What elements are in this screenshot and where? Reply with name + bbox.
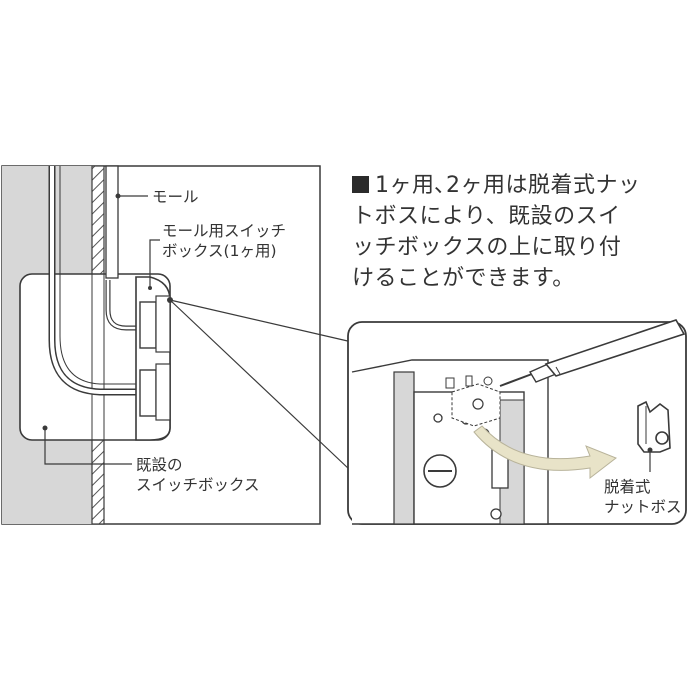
detachable-nut-boss [637,400,671,472]
mall-channel [105,165,119,279]
screwdriver-tip [499,373,533,387]
detail-panel: 脱着式 ナットボス [347,319,687,525]
label-mall: モール [152,188,199,206]
nut-boss-hole [472,398,484,410]
leader-existing-dot [42,425,48,431]
description-line-2: トボスにより、既設のスイ [352,204,621,229]
screwdriver-icon [499,319,686,387]
label-mall-box-1: モール用スイッチ [162,222,286,240]
switch-lower [139,369,157,417]
description-text-1: 1ヶ用､2ヶ用は脱着式ナッ [375,173,641,198]
cable-inner [50,166,136,394]
description: 1ヶ用､2ヶ用は脱着式ナッ トボスにより、既設のスイ ッチボックスの上に取り付 … [352,170,672,294]
box-side-face [393,371,415,525]
leader-mall-box [149,239,160,288]
plate-lower [155,363,171,421]
nut-boss-body [637,400,671,453]
description-line-1: 1ヶ用､2ヶ用は脱着式ナッ [352,170,672,201]
leader-existing-box [44,428,132,465]
zoom-line-bottom [169,299,351,471]
nut-boss-screw-hole [655,431,669,445]
tab-2 [465,375,473,387]
screw-hole-3 [433,413,443,423]
screwdriver-handle [544,319,686,377]
curved-arrow [473,425,618,480]
zoom-callout [167,297,353,471]
screw-hole-2 [490,508,502,520]
zoom-line-top [169,299,353,343]
label-mall-box-2: ボックス(1ヶ用) [162,242,277,260]
wall-illustration: モール モール用スイッチ ボックス(1ヶ用) 既設の スイッチボックス [1,165,321,525]
label-nut-2: ナットボス [604,498,682,516]
switch-upper [139,301,157,349]
screwdriver-ring [555,366,561,375]
label-existing-1: 既設の [136,456,183,474]
leader-mall-dot [115,193,121,199]
tab-3 [483,376,493,386]
cable-line [59,166,136,385]
description-line-4: けることができます。 [352,266,575,291]
description-line-3: ッチボックスの上に取り付 [352,235,622,260]
tab-1 [445,377,455,389]
label-nut-1: 脱着式 [604,478,651,496]
plate-upper [155,295,171,353]
label-existing-2: スイッチボックス [136,476,260,494]
bullet-square-icon [352,176,369,193]
mall-wire-inner [106,280,140,330]
